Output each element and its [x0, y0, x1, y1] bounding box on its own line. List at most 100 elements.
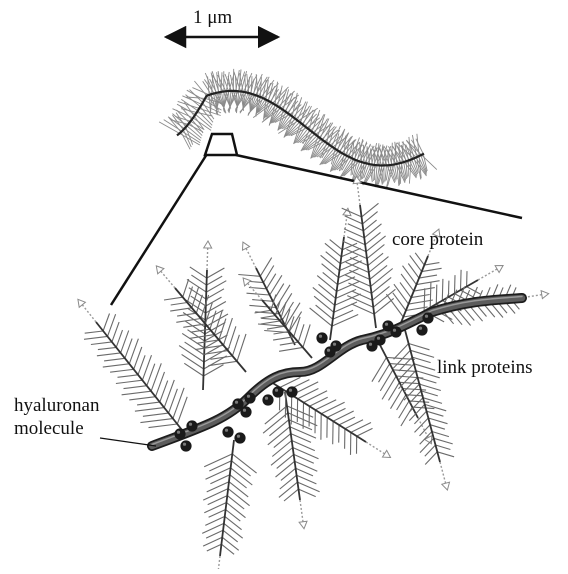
- gag-bristle: [265, 406, 287, 424]
- gag-bristle: [112, 322, 119, 342]
- gag-bristle: [303, 324, 310, 347]
- gag-bristle: [470, 306, 483, 322]
- overview-bristle: [290, 105, 302, 115]
- gag-bristle: [299, 489, 316, 497]
- core-protein-axis: [360, 205, 376, 328]
- link-protein-highlight: [237, 435, 240, 438]
- gag-bristle: [230, 475, 247, 488]
- link-protein-highlight: [225, 429, 228, 432]
- gag-bristle: [276, 461, 295, 477]
- gag-bristle: [373, 289, 395, 307]
- gag-bristle: [371, 269, 393, 287]
- gag-bristle: [345, 216, 363, 224]
- gag-bristle: [380, 370, 393, 391]
- gag-bristle: [436, 445, 451, 450]
- gag-bristle: [207, 544, 222, 551]
- growth-arrow-head: [204, 241, 212, 248]
- growth-arrow-line: [366, 442, 385, 454]
- gag-bristle: [366, 236, 386, 252]
- gag-bristle: [116, 330, 122, 347]
- gag-bristle: [382, 376, 396, 399]
- gag-bristle: [351, 304, 374, 314]
- gag-bristle: [140, 419, 173, 423]
- gag-bristle: [203, 489, 228, 501]
- growth-arrow-line: [246, 248, 256, 268]
- gag-bristle: [231, 468, 253, 485]
- gag-bristle: [173, 388, 184, 419]
- gag-bristle: [210, 311, 216, 330]
- gag-bristle: [334, 302, 357, 312]
- gag-bristle: [428, 418, 447, 424]
- growth-arrow-line: [207, 248, 208, 270]
- gag-bristle: [232, 454, 256, 473]
- gag-bristle: [455, 275, 456, 294]
- gag-bristle: [110, 369, 134, 372]
- gag-bristle: [372, 277, 392, 293]
- gag-bristle: [314, 296, 334, 312]
- gag-bristle: [393, 293, 406, 311]
- gag-bristle: [227, 503, 246, 518]
- gag-bristle: [316, 305, 333, 319]
- growth-arrow-head: [442, 482, 450, 490]
- link-protein-highlight: [183, 443, 186, 446]
- gag-bristle: [164, 380, 174, 408]
- link-protein-highlight: [377, 337, 380, 340]
- link-protein: [174, 428, 185, 439]
- gag-bristle: [205, 314, 228, 327]
- growth-arrow-line: [217, 556, 220, 569]
- gag-bristle: [347, 296, 373, 308]
- link-protein-highlight: [425, 315, 428, 318]
- gag-bristle: [247, 293, 270, 295]
- gag-bristle: [427, 411, 444, 416]
- link-protein: [316, 332, 327, 343]
- gag-bristle: [206, 530, 223, 538]
- gag-bristle: [416, 281, 439, 285]
- gag-bristle: [401, 274, 414, 291]
- link-protein: [416, 324, 427, 335]
- gag-bristle: [227, 496, 244, 509]
- gag-bristle: [291, 395, 292, 425]
- gag-bristle: [343, 241, 366, 251]
- link-protein: [222, 426, 233, 437]
- overview-bristle: [322, 150, 337, 164]
- scale-bar-label: 1 μm: [193, 7, 232, 29]
- gag-bristle: [321, 402, 344, 414]
- overview-bristle: [310, 114, 313, 130]
- overview-bristle: [194, 81, 206, 96]
- link-protein-highlight: [289, 389, 292, 392]
- gag-bristle: [273, 337, 294, 340]
- link-protein: [234, 432, 245, 443]
- gag-bristle: [461, 270, 462, 290]
- gag-bristle: [182, 354, 204, 369]
- zoom-box: [205, 134, 237, 155]
- gag-bristle: [137, 402, 160, 405]
- growth-arrow-head: [156, 266, 164, 274]
- gag-bristle: [391, 389, 403, 409]
- link-protein: [324, 346, 335, 357]
- gag-bristle: [394, 344, 409, 360]
- link-protein-highlight: [419, 327, 422, 330]
- link-protein: [286, 386, 297, 397]
- gag-bristle: [394, 284, 409, 304]
- gag-bristle: [399, 382, 420, 383]
- growth-arrow-line: [161, 271, 175, 288]
- gag-bristle: [424, 263, 439, 266]
- gag-bristle: [151, 363, 161, 391]
- gag-bristle: [421, 391, 438, 396]
- gag-bristle: [184, 363, 203, 376]
- core-protein: [238, 242, 301, 345]
- gag-bristle: [325, 243, 341, 256]
- growth-arrow-line: [248, 283, 262, 300]
- gag-bristle: [261, 321, 280, 324]
- gag-bristle: [404, 384, 420, 400]
- gag-bristle: [288, 413, 317, 426]
- gag-bristle: [229, 482, 248, 497]
- gag-bristle: [103, 364, 130, 367]
- gag-bristle: [393, 370, 418, 372]
- growth-arrow-head: [299, 521, 307, 529]
- link-protein: [272, 386, 283, 397]
- gag-bristle: [434, 438, 453, 444]
- gag-bristle: [379, 364, 390, 383]
- gag-bristle: [277, 454, 294, 468]
